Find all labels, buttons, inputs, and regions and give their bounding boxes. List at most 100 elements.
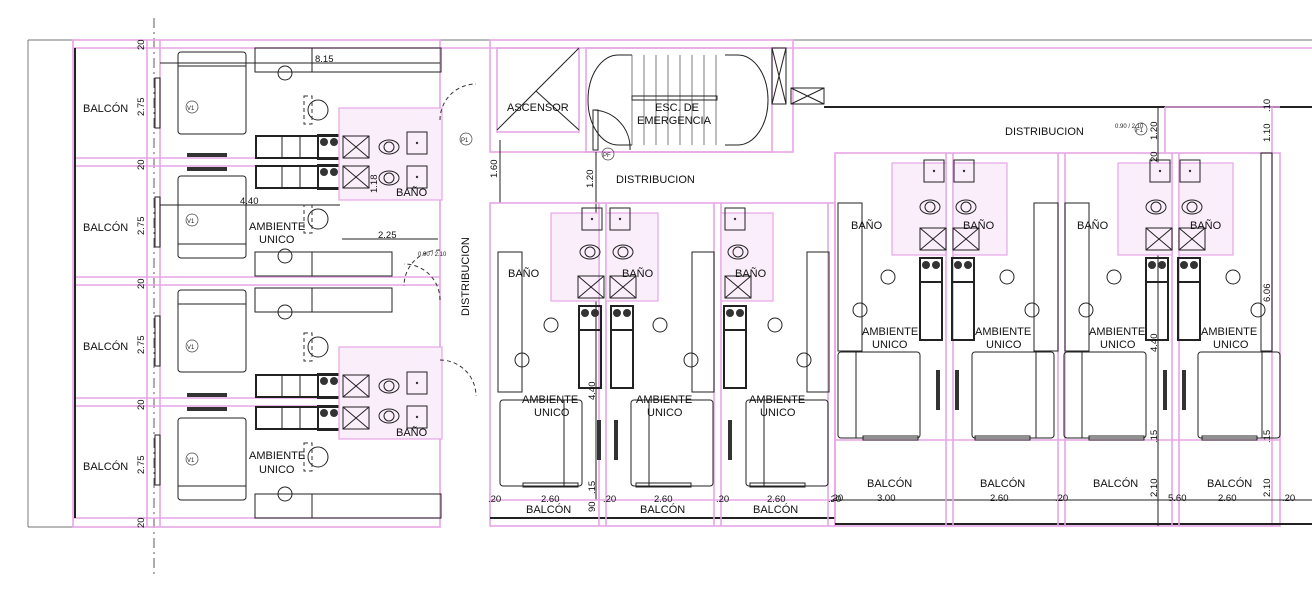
bath-label: BAÑO bbox=[508, 267, 540, 280]
dim-label: 2.10 bbox=[1149, 479, 1160, 498]
corridor-label: DISTRIBUCION bbox=[460, 237, 472, 316]
room-label: AMBIENTE bbox=[249, 221, 305, 233]
left-block: BALCÓN BALCÓN BALCÓN BALCÓN 2.75 2.75 2.… bbox=[72, 39, 1312, 528]
dim-label: .20 bbox=[830, 493, 843, 504]
room-label: AMBIENTE bbox=[975, 326, 1031, 338]
room-label: AMBIENTE bbox=[749, 394, 805, 406]
balcony-label: BALCÓN bbox=[83, 102, 128, 115]
door-tag: PF bbox=[603, 153, 611, 159]
dim-label: 5.60 bbox=[1168, 493, 1187, 504]
room-label: AMBIENTE bbox=[1201, 326, 1257, 338]
svg-text:V1: V1 bbox=[187, 106, 195, 112]
dim-label: .15 bbox=[1149, 430, 1160, 443]
dim-label: 1.18 bbox=[369, 175, 380, 194]
dim-label: .20 bbox=[1282, 493, 1295, 504]
kitchenette bbox=[255, 134, 341, 431]
dim-label: 2.75 bbox=[136, 456, 147, 475]
dim-label: 20 bbox=[1149, 151, 1160, 162]
room-label: UNICO bbox=[259, 234, 295, 246]
corridor-label: DISTRIBUCION bbox=[1005, 126, 1084, 138]
dim-label: .20 bbox=[716, 494, 729, 505]
room-label: UNICO bbox=[872, 339, 908, 351]
bath-label: BAÑO bbox=[1077, 219, 1109, 232]
dim-label: 2.60 bbox=[990, 493, 1009, 504]
balcony-label: BALCÓN bbox=[1093, 477, 1138, 490]
dim-label: 20 bbox=[136, 159, 147, 170]
room-label: AMBIENTE bbox=[862, 326, 918, 338]
room-label: UNICO bbox=[1100, 339, 1136, 351]
dim-label: 4.40 bbox=[587, 382, 598, 401]
window-tag: V1 V1 V1 V1 bbox=[185, 100, 199, 466]
room-label: AMBIENTE bbox=[522, 394, 578, 406]
svg-text:V1: V1 bbox=[187, 458, 195, 464]
dim-label: 1.20 bbox=[585, 170, 596, 189]
door-dim: 0.90 / 2.10 bbox=[1115, 124, 1144, 130]
dim-label: .20 bbox=[488, 494, 501, 505]
balcony-label: BALCÓN bbox=[526, 503, 571, 516]
dim-label: 1.10 bbox=[1262, 124, 1273, 143]
door-tag: P1 bbox=[461, 138, 469, 144]
dim-label: 3.00 bbox=[877, 493, 896, 504]
room-label: UNICO bbox=[986, 339, 1022, 351]
stairs-label: EMERGENCIA bbox=[637, 115, 712, 127]
room-label: UNICO bbox=[259, 464, 295, 476]
dim-label: 1.20 bbox=[1149, 122, 1160, 141]
room-label: UNICO bbox=[760, 407, 796, 419]
door-tag: F1 bbox=[1136, 128, 1144, 134]
dim-label: 20 bbox=[136, 39, 147, 50]
dim-label: 2.10 bbox=[1262, 479, 1273, 498]
dim-label: 20 bbox=[136, 278, 147, 289]
door-dim: 0.90 / 2.10 bbox=[418, 252, 447, 258]
room-label: UNICO bbox=[534, 407, 570, 419]
bath-label: BAÑO bbox=[622, 267, 654, 280]
dim-label: 2.60 bbox=[541, 494, 560, 505]
middle-block: BAÑO BAÑO BAÑO AMBIENTE UNICO AMBIENTE U… bbox=[488, 202, 841, 527]
balcony-label: BALCÓN bbox=[83, 221, 128, 234]
svg-text:V1: V1 bbox=[187, 219, 195, 225]
dim-label: 20 bbox=[136, 517, 147, 528]
room-label: UNICO bbox=[647, 407, 683, 419]
bath-label: BAÑO bbox=[735, 267, 767, 280]
balcony-label: BALCÓN bbox=[867, 477, 912, 490]
dim-label: 6.06 bbox=[1262, 284, 1273, 303]
room-label: AMBIENTE bbox=[249, 450, 305, 462]
bath-label: BAÑO bbox=[396, 426, 428, 439]
dim-label: 2.75 bbox=[136, 98, 147, 117]
balcony-label: BALCÓN bbox=[640, 503, 685, 516]
dim-label: 8.15 bbox=[315, 54, 334, 65]
dim-label: 4.40 bbox=[1149, 334, 1160, 353]
dim-label: .20 bbox=[603, 494, 616, 505]
balcony-label: BALCÓN bbox=[83, 460, 128, 473]
corridor-label: DISTRIBUCION bbox=[616, 174, 695, 186]
svg-text:V1: V1 bbox=[187, 345, 195, 351]
dim-label: 1.60 bbox=[489, 160, 500, 179]
core-block: ASCENSOR ESC. DE EMERGENCIA PF 1.60 1.20… bbox=[489, 39, 1312, 500]
room-label: AMBIENTE bbox=[636, 394, 692, 406]
dim-label: 90 bbox=[587, 501, 598, 512]
dim-label: 2.60 bbox=[767, 494, 786, 505]
dim-label: 2.60 bbox=[1218, 493, 1237, 504]
bath-label: BAÑO bbox=[963, 219, 995, 232]
elevator-label: ASCENSOR bbox=[507, 102, 569, 114]
dim-label: .15 bbox=[1262, 430, 1273, 443]
bath-label: BAÑO bbox=[851, 219, 883, 232]
balcony-label: BALCÓN bbox=[83, 340, 128, 353]
dim-label: .20 bbox=[1055, 493, 1068, 504]
right-block: DISTRIBUCION F1 0.90 / 2.10 bbox=[830, 99, 1312, 527]
stairs-label: ESC. DE bbox=[655, 102, 699, 114]
balcony-label: BALCÓN bbox=[980, 477, 1025, 490]
room-label: AMBIENTE bbox=[1089, 326, 1145, 338]
dim-label: .15 bbox=[587, 481, 598, 494]
dim-label: 2.60 bbox=[654, 494, 673, 505]
dim-label: 20 bbox=[136, 399, 147, 410]
dim-label: .10 bbox=[1262, 99, 1273, 112]
dim-label: 2.75 bbox=[136, 336, 147, 355]
balcony-label: BALCÓN bbox=[1207, 477, 1252, 490]
dim-label: 4.40 bbox=[240, 196, 259, 207]
bath-label: BAÑO bbox=[1190, 219, 1222, 232]
bath-label: BAÑO bbox=[396, 186, 428, 199]
balcony-label: BALCÓN bbox=[753, 503, 798, 516]
dim-label: 2.25 bbox=[378, 230, 397, 241]
room-label: UNICO bbox=[1213, 339, 1249, 351]
